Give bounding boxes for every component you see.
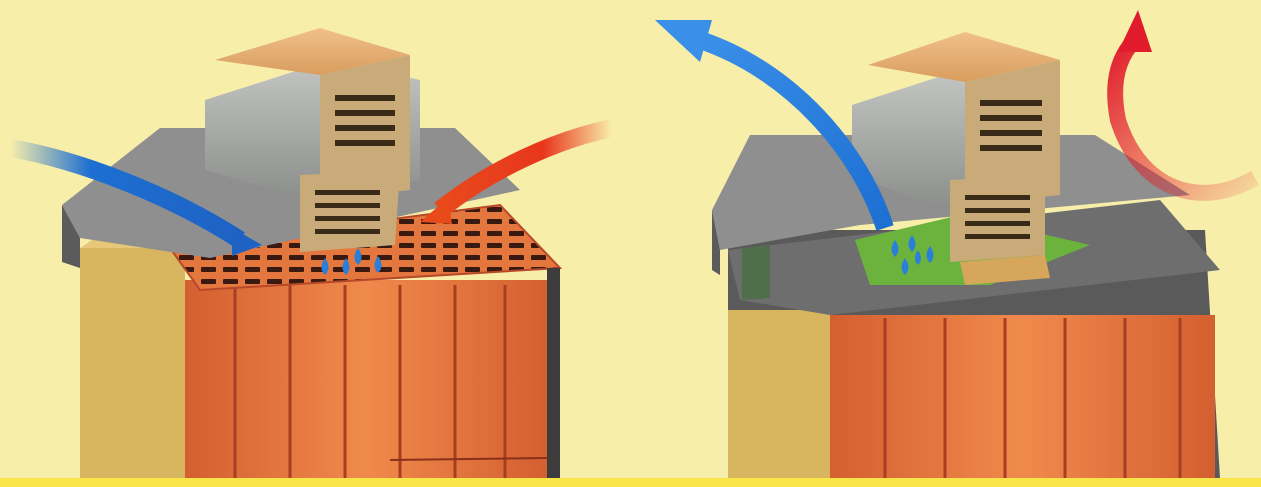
- brick-wall-front-right: [830, 315, 1215, 478]
- bottom-band: [0, 478, 1261, 487]
- window-lower-profile-left: [300, 170, 400, 252]
- insulation-block-right: [728, 310, 830, 478]
- insulation-block-left: [80, 248, 185, 478]
- brick-wall-front-left: [185, 280, 547, 478]
- window-lower-profile-right: [950, 175, 1045, 262]
